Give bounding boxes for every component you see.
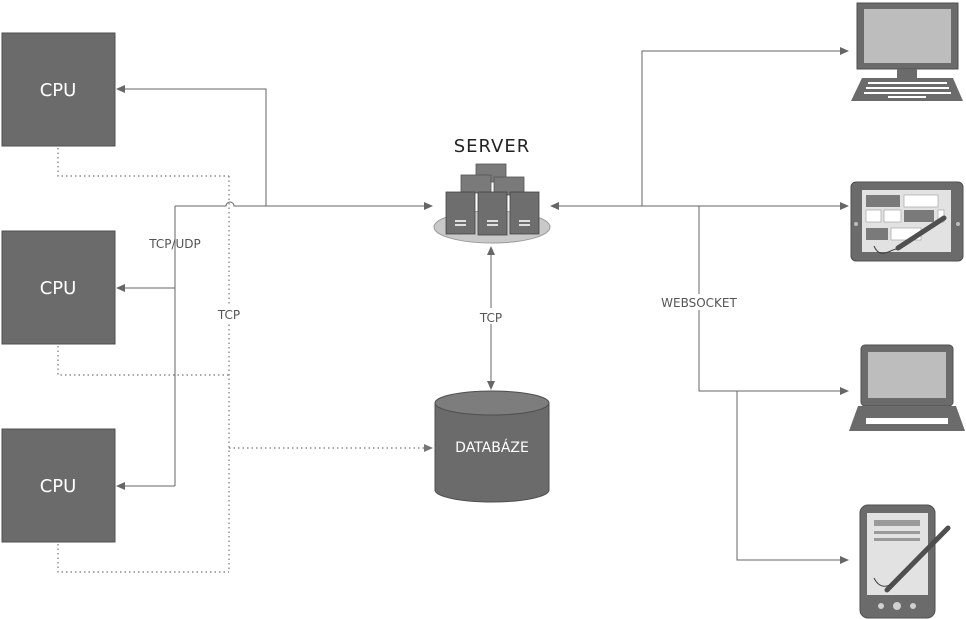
websocket-connectors	[550, 47, 849, 564]
tcp-server-db-label: TCP	[479, 311, 502, 325]
pda-pen-icon	[859, 504, 951, 619]
database-label: DATABÁZE	[455, 439, 529, 456]
database-node: DATABÁZE	[434, 390, 550, 503]
tcp-label-bg	[474, 308, 508, 324]
cpu-node-3: CPU	[1, 428, 116, 543]
tcp-udp-connectors	[116, 85, 433, 490]
cpu-label: CPU	[40, 80, 77, 101]
tcp-udp-label: TCP/UDP	[148, 237, 201, 251]
cpu-label: CPU	[40, 476, 77, 497]
laptop-icon	[849, 344, 965, 431]
cpu-node-1: CPU	[1, 32, 116, 147]
tcp-cpu-db-label: TCP	[217, 308, 240, 322]
tcp-label-bg	[212, 306, 246, 322]
cpu-label: CPU	[40, 278, 77, 299]
tablet-pen-icon	[850, 181, 964, 262]
tcp-dotted-connectors	[57, 148, 433, 573]
database-cylinder-icon	[434, 390, 550, 503]
websocket-label: WEBSOCKET	[661, 296, 737, 310]
desktop-monitor-icon	[851, 2, 963, 101]
server-node: SERVER	[433, 136, 551, 244]
cpu-node-2: CPU	[1, 230, 116, 345]
server-rack-icon	[433, 163, 551, 244]
server-label: SERVER	[454, 136, 531, 157]
websocket-label-bg	[656, 294, 742, 310]
